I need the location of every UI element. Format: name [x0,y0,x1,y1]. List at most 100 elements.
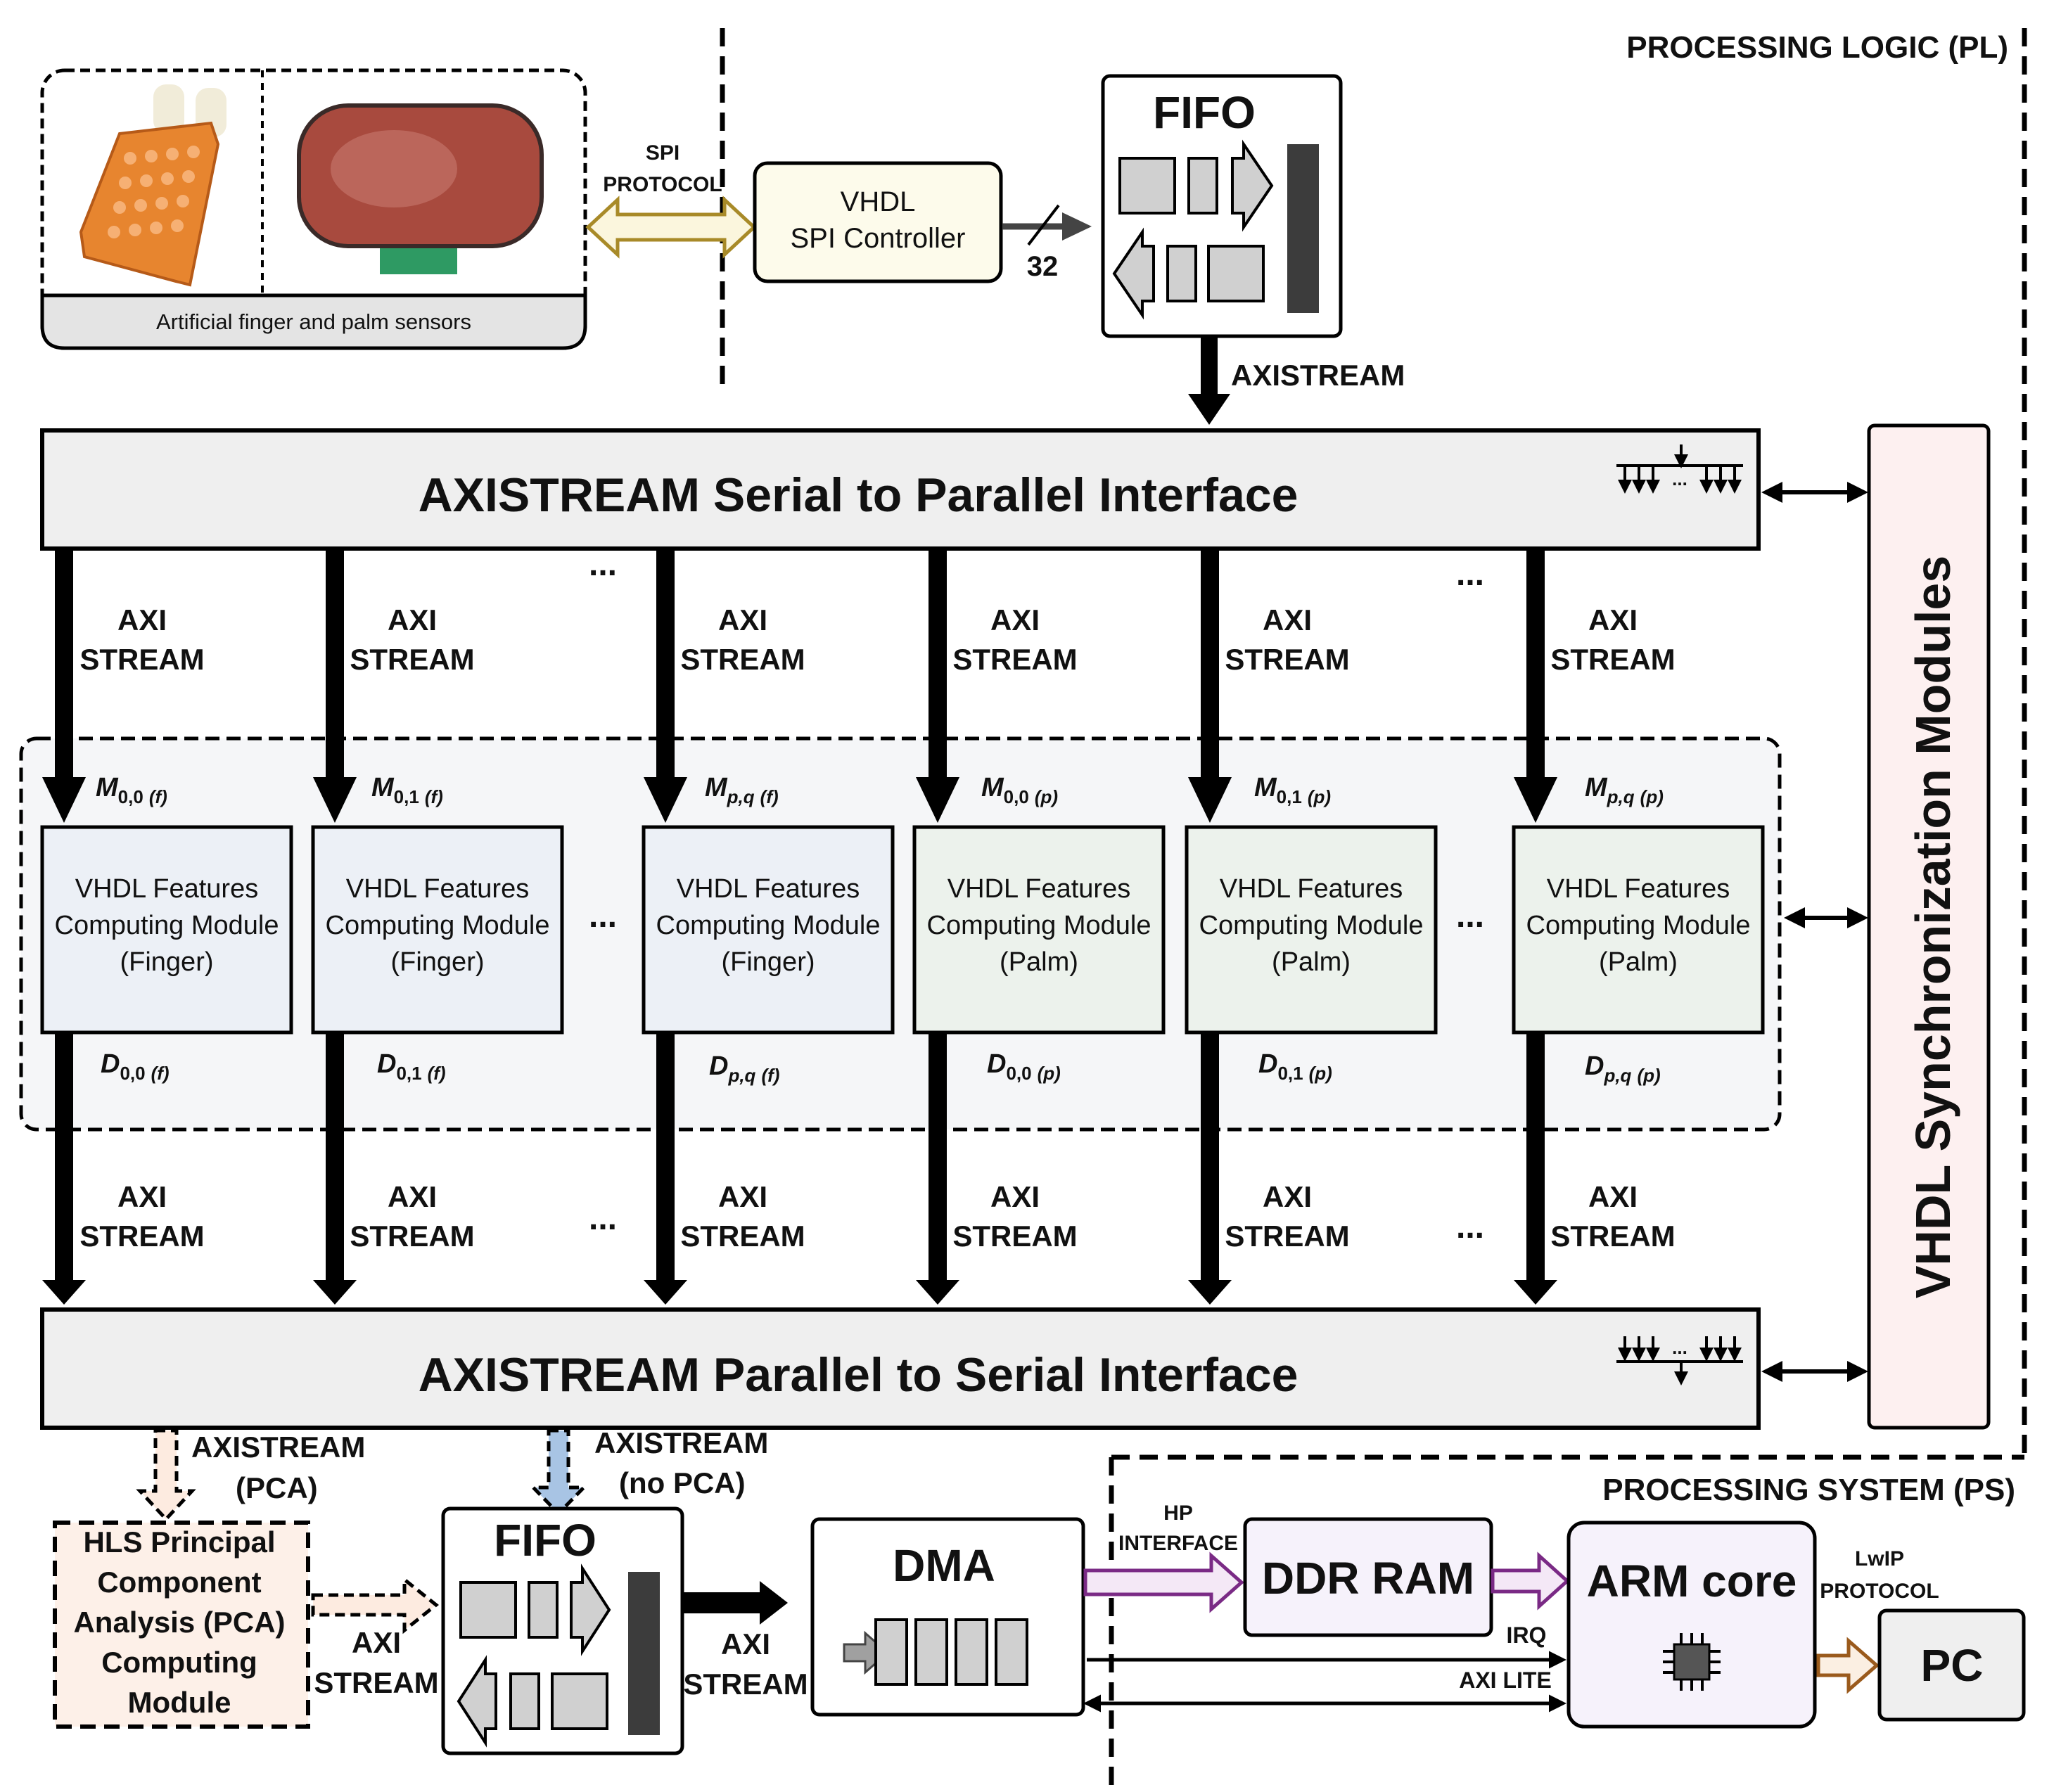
module-line1: VHDL Features [947,874,1130,904]
spi-label-2: PROTOCOL [603,173,722,196]
module-line1: VHDL Features [75,874,258,904]
axi-label-l1b: STREAM [79,1220,204,1253]
ellipsis-1: ... [589,546,617,583]
lwip-label-2: PROTOCOL [1820,1580,1939,1603]
axi-label-u6a: AXI [1588,603,1638,636]
hp-arrow [1083,1551,1244,1613]
d-label-2: Dp,q(f) [709,1051,779,1086]
ddr-to-arm-arrow [1491,1551,1570,1611]
ddr-ram-title: DDR RAM [1262,1553,1474,1604]
module-line3: (Finger) [390,947,484,977]
spi-controller-line1: VHDL [841,186,916,217]
d-label-1: D0,1(f) [377,1049,446,1084]
ellipsis-markers: ... ... ... ... ... ... [589,546,1484,1246]
feature-modules: VHDL Features Computing Module (Finger) … [40,825,1765,1035]
bus-32-arrow [1002,204,1092,246]
spi-arrow [585,196,757,259]
module-line1: VHDL Features [1220,874,1403,904]
d-label-4: D0,1(p) [1258,1049,1332,1084]
axi-label-pca-b: STREAM [314,1666,438,1699]
ellipsis-2: ... [1456,556,1484,593]
ellipsis-3: ... [589,897,617,935]
axi-label-u6b: STREAM [1550,643,1675,676]
axi-label-l4b: STREAM [952,1220,1077,1253]
math-labels: M0,0(f) M0,1(f) Mp,q(f) M0,0(p) M0,1(p) … [96,773,1664,1086]
axi-label-u2b: STREAM [350,643,474,676]
axi-label-l2a: AXI [388,1180,437,1213]
fifo-top-box [1101,74,1343,338]
m-label-0: M0,0(f) [96,773,167,807]
nopca-path-label-2: (no PCA) [619,1466,746,1499]
pc-title: PC [1921,1640,1984,1691]
p2s-interface-box [40,1307,1761,1430]
module-line1: VHDL Features [346,874,529,904]
axi-label-dma-a: AXI [721,1627,770,1660]
axi-label-u2a: AXI [388,603,437,636]
feature-module: VHDL Features Computing Module (Finger) [642,825,895,1035]
palm-sensor-image [297,103,544,274]
module-line2: Computing Module [55,911,279,940]
feature-module: VHDL Features Computing Module (Palm) [1185,825,1438,1035]
pca-path-label-2: (PCA) [236,1471,318,1504]
axi-label-l1a: AXI [117,1180,167,1213]
axistream-top-label: AXISTREAM [1231,359,1405,392]
bus-width-label: 32 [1027,251,1059,282]
nopca-path-label-1: AXISTREAM [594,1426,768,1459]
m-label-2: Mp,q(f) [705,773,779,807]
dma-box [810,1517,1085,1717]
module-line3: (Palm) [1272,947,1351,977]
pca-module-box [53,1521,310,1729]
axilite-label: AXI LITE [1459,1668,1552,1693]
pc-box [1877,1608,2026,1722]
axi-label-u3b: STREAM [680,643,805,676]
axi-label-u5a: AXI [1263,603,1312,636]
region-boundaries [720,28,2027,1792]
s2p-demux-icon [1616,444,1743,494]
pca-line4: Computing [101,1646,257,1679]
axi-label-u5b: STREAM [1225,643,1349,676]
axi-label-u3a: AXI [718,603,767,636]
axi-label-l4a: AXI [990,1180,1040,1213]
pca-line1: HLS Principal [83,1525,275,1559]
m-label-1: M0,1(f) [371,773,443,807]
module-line2: Computing Module [656,911,881,940]
nopca-down-arrow [529,1428,588,1516]
axi-label-l3b: STREAM [680,1220,805,1253]
axi-stream-arrows [42,550,1557,1305]
pca-down-arrow [136,1428,196,1522]
sensors-panel: Artificial finger and palm sensors [40,68,587,350]
m-label-4: M0,1(p) [1254,773,1331,807]
axi-label-dma-b: STREAM [683,1668,808,1701]
feature-module: VHDL Features Computing Module (Palm) [912,825,1166,1035]
spi-label-1: SPI [646,141,679,165]
module-line2: Computing Module [1526,911,1751,940]
sync-modules-box [1867,423,1991,1430]
finger-sensor-image [79,84,226,287]
pca-line5: Module [128,1686,231,1719]
feature-module: VHDL Features Computing Module (Finger) [311,825,564,1035]
module-line1: VHDL Features [677,874,860,904]
p2s-mux-icon [1616,1336,1743,1385]
axi-label-pca-a: AXI [352,1626,401,1659]
axi-label-l5b: STREAM [1225,1220,1349,1253]
axi-label-l5a: AXI [1263,1180,1312,1213]
arm-core-title: ARM core [1587,1556,1797,1606]
lwip-label-1: LwIP [1855,1547,1904,1570]
s2p-demux-dots: ... [1672,468,1687,489]
irq-label: IRQ [1507,1623,1547,1648]
m-label-5: Mp,q(p) [1585,773,1664,807]
module-line2: Computing Module [927,911,1151,940]
p2s-mux-dots: ... [1672,1337,1687,1358]
upper-axi-labels: AXI STREAM AXI STREAM AXI STREAM AXI STR… [79,603,1675,676]
fifo-bottom-title: FIFO [494,1515,596,1566]
sync-modules-title: VHDL Synchronization Modules [1906,556,1960,1299]
module-line3: (Finger) [721,947,815,977]
axi-label-l6b: STREAM [1550,1220,1675,1253]
hp-label-2: INTERFACE [1118,1532,1238,1555]
dma-title: DMA [893,1540,995,1591]
pca-path-label-1: AXISTREAM [191,1431,365,1464]
module-line3: (Palm) [1599,947,1678,977]
pca-line3: Analysis (PCA) [73,1606,285,1639]
sensors-caption: Artificial finger and palm sensors [156,309,471,334]
